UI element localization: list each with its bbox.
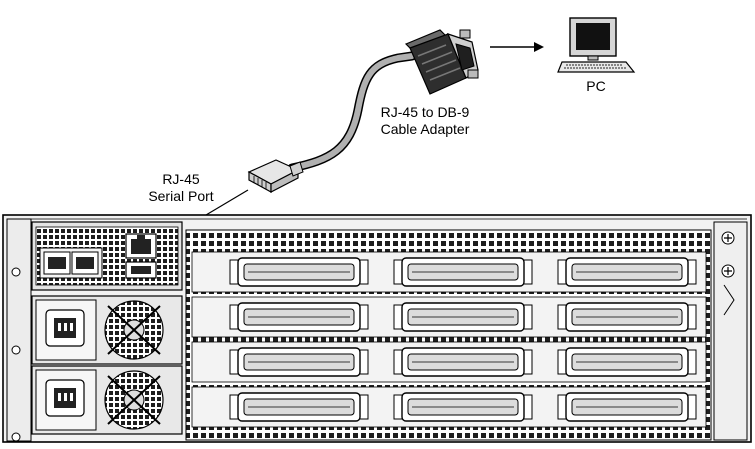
connector (229, 347, 369, 377)
connector (393, 302, 533, 332)
connector (393, 392, 533, 422)
port-label-line2: Serial Port (148, 188, 214, 204)
connector (557, 302, 697, 332)
adapter-label: RJ-45 to DB-9 Cable Adapter (370, 104, 480, 138)
power-supply (31, 365, 183, 435)
db9-connector (404, 29, 479, 95)
connector (557, 257, 697, 287)
power-supply (31, 295, 183, 365)
connector (393, 257, 533, 287)
arrow-to-pc (490, 42, 544, 52)
cable (287, 51, 417, 173)
power-supplies (31, 295, 183, 435)
management-module (31, 221, 183, 291)
connector-bank (191, 251, 707, 428)
right-side-panel (713, 221, 748, 441)
port-label-line1: RJ-45 (162, 171, 200, 187)
rj45-plug (247, 159, 304, 194)
connector (229, 257, 369, 287)
connector (393, 347, 533, 377)
connector (557, 392, 697, 422)
pc-label: PC (586, 78, 606, 94)
adapter-label-line1: RJ-45 to DB-9 (380, 104, 470, 120)
connector (229, 392, 369, 422)
connector (557, 347, 697, 377)
connector (229, 302, 369, 332)
port-label: RJ-45 Serial Port (136, 171, 226, 205)
pc-icon (557, 17, 636, 73)
adapter-label-line2: Cable Adapter (380, 121, 470, 137)
